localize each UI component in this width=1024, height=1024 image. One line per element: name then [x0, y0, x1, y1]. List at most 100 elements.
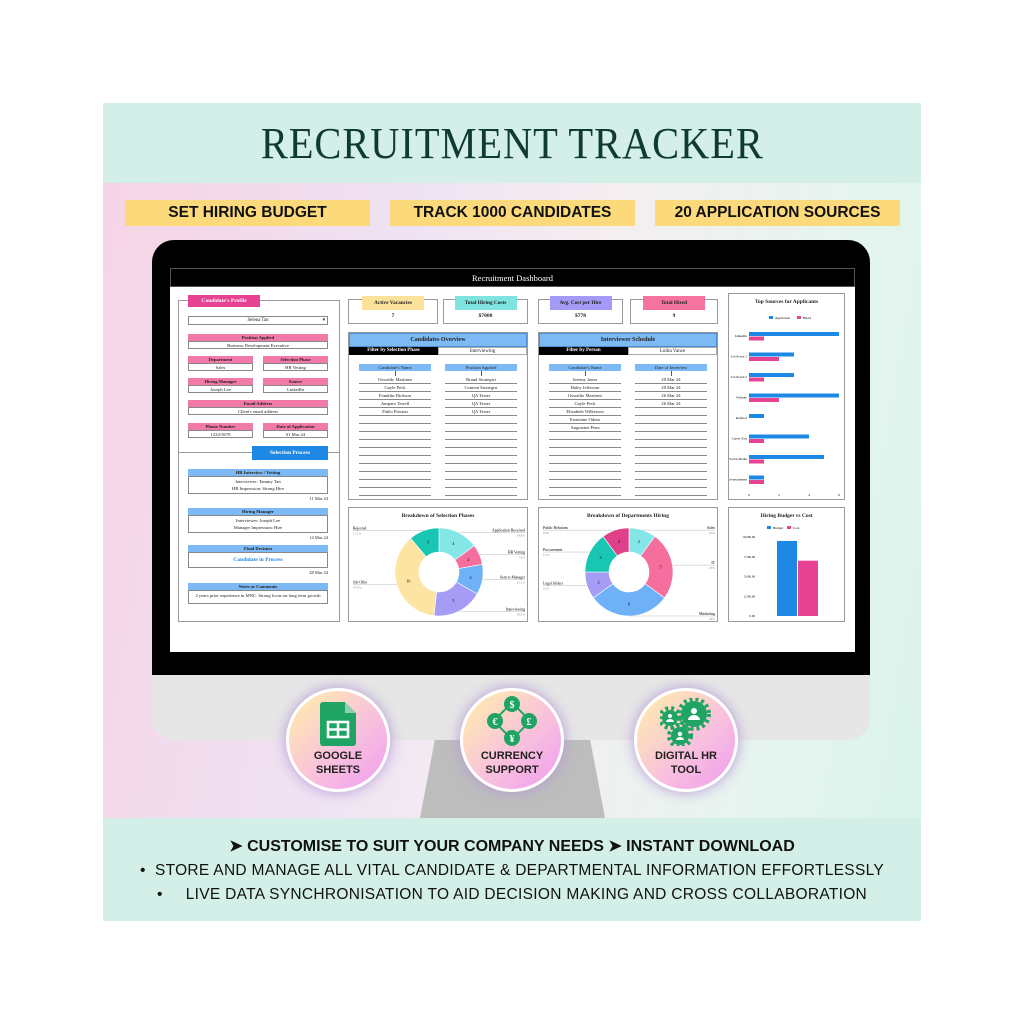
legend-label: Cost [793, 526, 799, 530]
table-row: QA Tester [445, 400, 517, 408]
table-row [549, 480, 621, 488]
connector [480, 371, 482, 376]
slice-percent: 10% [543, 531, 549, 535]
bar-applicants [749, 332, 839, 336]
bar-applicants [749, 455, 824, 459]
badge-track-candidates: TRACK 1000 CANDIDATES [390, 200, 635, 226]
table-row [445, 440, 517, 448]
column-header: Candidate's Name [359, 364, 431, 371]
slice-percent: 18.5% [516, 612, 525, 616]
candidate-select[interactable]: Selena Tan▾ [188, 316, 328, 325]
table-row: QA Tester [445, 392, 517, 400]
slice-value: 3 [470, 575, 472, 580]
feature-label: TOOL [670, 764, 702, 776]
slice-value: 2 [598, 579, 600, 584]
chart-title: Breakdown of Departments Hiring [587, 513, 669, 519]
table-row [445, 424, 517, 432]
step-line: Interviewer: Tammy Tan [235, 479, 281, 484]
table-row [359, 480, 431, 488]
y-tick: 7,500.00 [744, 555, 756, 560]
bullet-text: LIVE DATA SYNCHRONISATION TO AID DECISIO… [185, 886, 868, 903]
table-row: Elizabeth Wilkerson [549, 408, 621, 416]
field-label: Email Address [188, 400, 328, 407]
table-row [549, 488, 621, 496]
svg-text:£: £ [527, 717, 532, 728]
slice-label: Application Received [492, 529, 525, 533]
feature-label: CURRENCY [480, 750, 544, 762]
table-row [549, 464, 621, 472]
donut-slice [602, 527, 630, 557]
field-value: 1234-5678 [188, 430, 253, 438]
bar-hired [749, 336, 764, 341]
slice-value: 10 [406, 579, 410, 584]
table-row [359, 424, 431, 432]
table-row [635, 408, 707, 416]
filter-label: Filter by Person [539, 347, 628, 355]
table-row [445, 432, 517, 440]
filter-dropdown[interactable]: Interviewing [438, 347, 527, 355]
x-tick: 2 [778, 493, 780, 497]
x-tick: 4 [808, 493, 810, 497]
svg-text:$: $ [510, 700, 515, 711]
table-row: 26 Mar 24 [635, 400, 707, 408]
step-line: Interviewer: Joseph Lee [235, 518, 281, 523]
slice-percent: 30% [709, 617, 715, 621]
bar-hired [749, 377, 764, 382]
slice-percent: 10% [709, 531, 715, 535]
slice-label: Legal Affairs [543, 582, 564, 586]
field-value: Sales [188, 363, 253, 371]
badge-hiring-budget: SET HIRING BUDGET [125, 200, 370, 226]
field-label: Phone Number [188, 423, 253, 430]
legend-label: Hired [803, 316, 811, 320]
chart-title: Breakdown of Selection Phases [401, 513, 475, 519]
field-value: Business Development Executive [188, 341, 328, 349]
y-tick: 10,000.00 [742, 535, 755, 540]
bullet-item: • STORE AND MANAGE ALL VITAL CANDIDATE &… [139, 862, 884, 879]
slice-percent: 11.1% [353, 532, 362, 536]
field-label: Department [188, 356, 253, 363]
table-row [635, 432, 707, 440]
legend-swatch [769, 316, 773, 319]
slice-value: 2 [618, 539, 620, 544]
bar-hired [749, 439, 764, 443]
field-value: Joseph Lee [188, 385, 253, 393]
table-row [549, 472, 621, 480]
y-tick: 2,500.00 [744, 594, 756, 599]
category-label: Referral [736, 416, 747, 420]
table-row [635, 416, 707, 424]
table-row [445, 488, 517, 496]
legend-swatch [787, 526, 791, 529]
legend-swatch [767, 526, 771, 529]
table-title: Candidates Overview [349, 333, 527, 347]
candidate-profile-panel [178, 300, 340, 622]
table-row: 26 Mar 24 [635, 392, 707, 400]
step-date: 11 Mar 24 [309, 496, 328, 501]
category-label: Job Portal 1 [731, 355, 748, 359]
category-label: Job Advertisement [729, 478, 747, 482]
filter-dropdown[interactable]: Lolita Vance [628, 347, 717, 355]
slice-value: 5 [452, 598, 454, 603]
table-row [635, 464, 707, 472]
slice-label: Rejected [353, 527, 366, 531]
slice-label: Procurement [543, 548, 563, 552]
step-body: Candidate in Process [188, 552, 328, 568]
table-row [635, 472, 707, 480]
field-label: Selection Phase [263, 356, 328, 363]
table-row [359, 440, 431, 448]
slice-label: Job Offer [353, 581, 368, 585]
bar-cost [798, 560, 818, 616]
category-label: Website [736, 396, 747, 400]
feature-label: SUPPORT [485, 764, 539, 776]
slice-percent: 7.4% [518, 556, 525, 560]
